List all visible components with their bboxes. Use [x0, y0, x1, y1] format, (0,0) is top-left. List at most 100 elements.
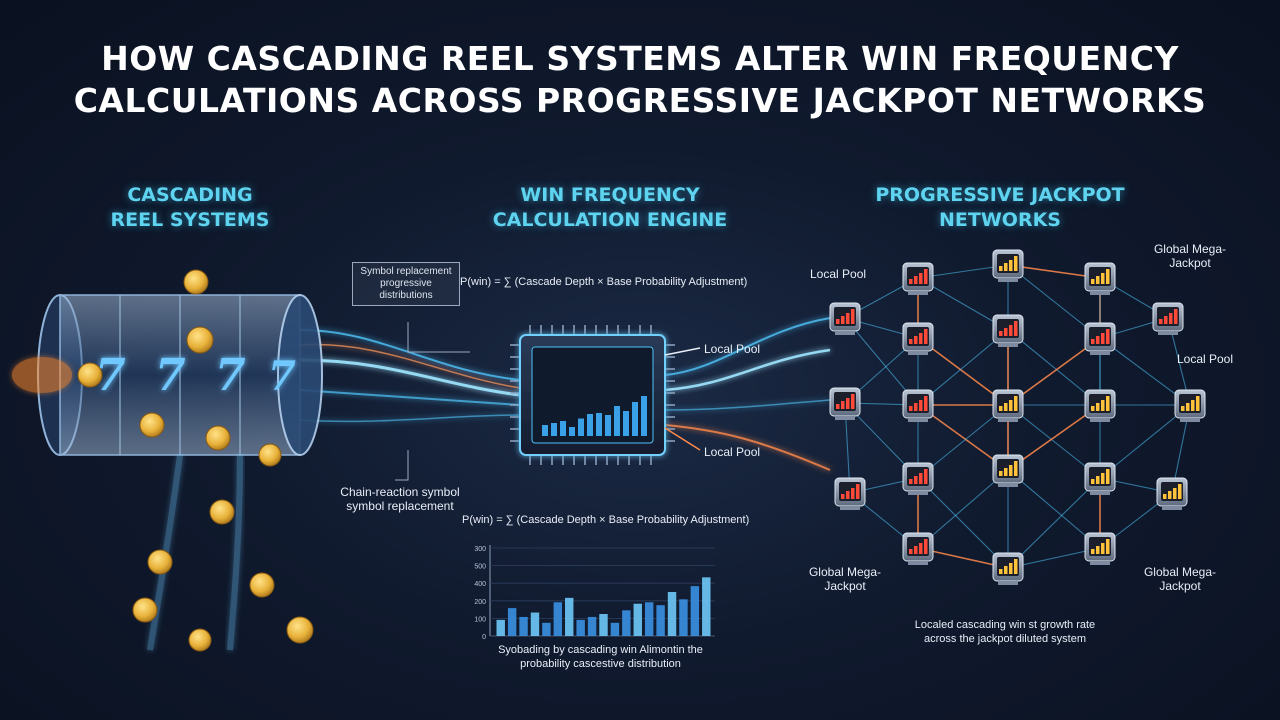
network-link	[917, 477, 1009, 569]
jackpot-node	[902, 462, 934, 495]
coin	[209, 499, 235, 525]
data-stream-engine-to-network	[664, 317, 831, 471]
label-global-top-right: Global Mega-Jackpot	[1153, 242, 1227, 270]
jackpot-node	[834, 477, 866, 510]
jackpot-node	[1084, 262, 1116, 295]
label-network-local-pool-left: Local Pool	[810, 267, 867, 281]
title-line-2: CALCULATIONS ACROSS PROGRESSIVE JACKPOT …	[73, 81, 1207, 120]
jackpot-node	[992, 454, 1024, 487]
chip-bar	[578, 418, 584, 436]
chart-bar	[599, 614, 608, 636]
network-link	[1007, 469, 1101, 549]
chart-bar	[633, 603, 642, 636]
jackpot-network-nodes	[829, 249, 1206, 585]
jackpot-node	[902, 389, 934, 422]
jackpot-node	[1084, 462, 1116, 495]
chart-tick-label: 300	[474, 546, 486, 553]
coin	[183, 269, 209, 295]
jackpot-node	[902, 322, 934, 355]
chip-bar	[623, 411, 629, 436]
chip-bar	[587, 414, 593, 436]
chart-bar	[507, 608, 517, 636]
heading-cascading: CASCADING REEL SYSTEMS	[90, 183, 290, 233]
chart-tick-label: 500	[474, 564, 486, 571]
formula-bottom: P(win) = ∑ (Cascade Depth × Base Probabi…	[462, 514, 750, 526]
coin	[77, 362, 103, 388]
jackpot-node	[1084, 389, 1116, 422]
jackpot-node	[1084, 322, 1116, 355]
chart-bar	[690, 586, 700, 636]
chart-bar	[542, 622, 551, 636]
chip-bar	[560, 421, 566, 436]
engine-local-pool-pointers	[664, 347, 701, 451]
chart-tick-label: 400	[474, 581, 486, 588]
callout-symbol-replacement: Symbol replacement progressive distribut…	[352, 262, 460, 306]
chart-bar	[622, 610, 631, 636]
chart-bar	[667, 592, 677, 636]
chart-bar	[496, 619, 505, 636]
coin	[205, 425, 231, 451]
coin	[186, 326, 214, 354]
chart-tick-label: 200	[474, 599, 486, 606]
chip-bar	[542, 425, 548, 436]
label-chart-caption: Syobading by cascading win Alimontin the…	[498, 644, 703, 670]
chart-bar	[553, 602, 563, 636]
label-engine-local-pool-2: Local Pool	[704, 445, 761, 459]
coin	[132, 597, 158, 623]
coin	[286, 616, 314, 644]
chip-bar	[632, 402, 638, 436]
coin	[188, 628, 212, 652]
chart-bar	[644, 602, 654, 636]
chip-bar-chart	[542, 396, 647, 436]
page-title: HOW CASCADING REEL SYSTEMS ALTER WIN FRE…	[0, 38, 1280, 122]
calculation-engine-chip	[510, 325, 675, 465]
chart-bar	[576, 619, 585, 636]
label-global-bottom-left: Global Mega-Jackpot	[808, 565, 882, 593]
jackpot-node	[829, 387, 861, 420]
heading-engine: WIN FREQUENCY CALCULATION ENGINE	[430, 183, 790, 233]
chip-bar	[551, 423, 557, 436]
coin	[147, 549, 173, 575]
network-link	[1007, 329, 1101, 406]
reel-symbols: 7 7 7 7	[95, 350, 296, 401]
coin	[258, 443, 282, 467]
jackpot-node	[1084, 532, 1116, 565]
chip-bar	[605, 415, 611, 436]
chart-bar	[565, 597, 574, 636]
jackpot-node	[1174, 389, 1206, 422]
coin	[139, 412, 165, 438]
jackpot-node	[992, 249, 1024, 282]
heading-jackpot-line2: NETWORKS	[939, 209, 1061, 231]
heading-jackpot: PROGRESSIVE JACKPOT NETWORKS	[830, 183, 1170, 233]
heading-cascading-line2: REEL SYSTEMS	[110, 209, 270, 231]
chip-bar	[596, 413, 602, 436]
data-stream-reel-to-engine	[299, 329, 521, 423]
heading-engine-line2: CALCULATION ENGINE	[492, 209, 728, 231]
label-engine-local-pool-1: Local Pool	[704, 342, 761, 356]
coin	[249, 572, 275, 598]
jackpot-node	[992, 314, 1024, 347]
heading-engine-line1: WIN FREQUENCY	[520, 184, 700, 206]
heading-cascading-line1: CASCADING	[127, 184, 253, 206]
reel-symbol-4: 7	[268, 353, 296, 400]
chart-tick-label: 0	[482, 634, 486, 641]
chart-bar	[702, 577, 711, 636]
label-network-local-pool-right: Local Pool	[1176, 352, 1234, 366]
cascading-reel-machine	[12, 294, 323, 456]
network-link	[1007, 477, 1101, 569]
chart-bar	[610, 622, 620, 636]
jackpot-node	[992, 552, 1024, 585]
chip-bar	[569, 427, 575, 436]
chip-bar	[641, 396, 647, 436]
jackpot-node	[1156, 477, 1188, 510]
gold-coins	[77, 269, 314, 652]
jackpot-node	[1152, 302, 1184, 335]
reel-symbol-2: 7	[155, 350, 186, 401]
chart-bar	[679, 599, 688, 636]
chart-bar	[519, 616, 528, 636]
title-line-1: HOW CASCADING REEL SYSTEMS ALTER WIN FRE…	[101, 39, 1179, 78]
label-network-caption: Localed cascading win st growth rate acr…	[914, 619, 1096, 645]
jackpot-node	[902, 262, 934, 295]
